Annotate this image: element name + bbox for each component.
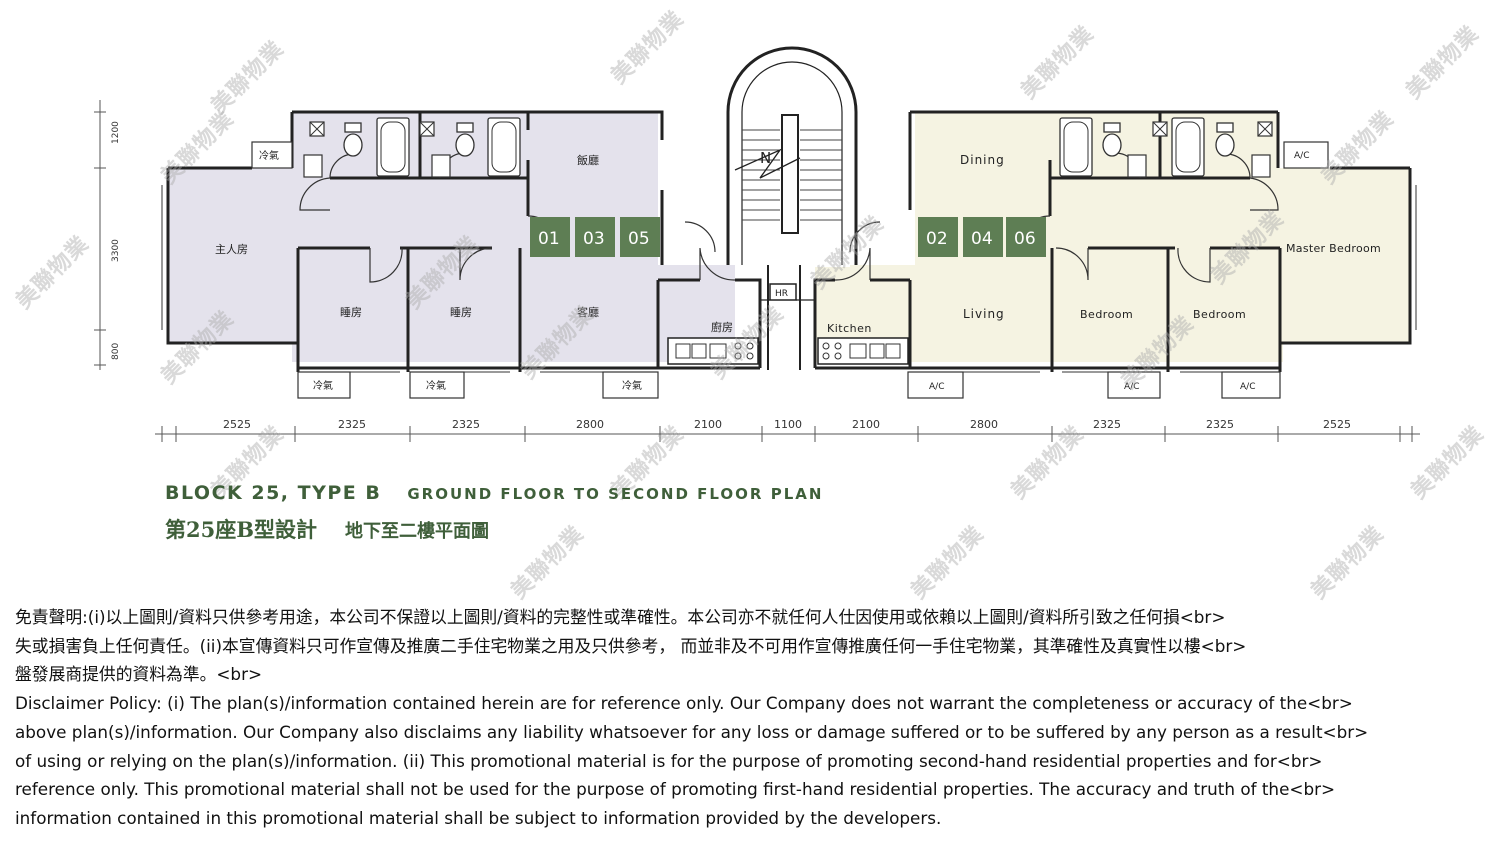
disclaimer-line: of using or relying on the plan(s)/infor… — [15, 750, 1323, 771]
horizontal-dimension-line — [155, 426, 1420, 442]
room-label-master-bedroom: Master Bedroom — [1286, 242, 1381, 255]
right-flat-walls — [813, 110, 1412, 372]
left-flat-walls — [166, 110, 762, 372]
floor-range-title: GROUND FLOOR TO SECOND FLOOR PLAN — [407, 485, 824, 503]
disclaimer-line: information contained in this promotiona… — [15, 807, 942, 828]
unit-number: 05 — [628, 229, 650, 249]
room-label-dining: 飯廳 — [577, 153, 599, 167]
horizontal-dimension: 2800 — [970, 418, 998, 431]
disclaimer-line: 失或損害負上任何責任。(ii)本宣傳資料只可作宣傳及推廣二手住宅物業之用及只供參… — [15, 635, 1247, 656]
room-label-bedroom: 睡房 — [340, 306, 362, 319]
right-ac-boxes: A/C A/C A/C A/C — [907, 141, 1329, 399]
right-kitchen-counter — [817, 337, 909, 365]
disclaimer-line: Disclaimer Policy: (i) The plan(s)/infor… — [15, 693, 1353, 714]
disclaimer-line: reference only. This promotional materia… — [15, 779, 1336, 800]
room-label-dining: Dining — [960, 153, 1005, 167]
ac-label: 冷氣 — [313, 379, 333, 392]
room-label-bedroom: Bedroom — [1080, 308, 1133, 321]
block-type-title: BLOCK 25, TYPE B — [165, 482, 382, 504]
unit-number: 01 — [538, 229, 560, 249]
plan-title-english: BLOCK 25, TYPE B GROUND FLOOR TO SECOND F… — [165, 482, 823, 504]
ac-label: 冷氣 — [622, 379, 642, 392]
floor-plan: N HR — [94, 46, 1420, 442]
ac-label: A/C — [1240, 382, 1255, 392]
ac-label: A/C — [1124, 382, 1139, 392]
floor-range-title-zh: 地下至二樓平面圖 — [344, 521, 489, 542]
block-type-title-zh: 第25座B型設計 — [165, 517, 317, 542]
vertical-dimension: 800 — [111, 343, 121, 360]
horizontal-dimension: 2100 — [852, 418, 880, 431]
ac-label: 冷氣 — [259, 149, 279, 162]
right-bathroom-fixtures — [1059, 117, 1273, 178]
horizontal-dimension: 1100 — [774, 418, 802, 431]
room-label-living: Living — [963, 307, 1005, 321]
disclaimer-line: above plan(s)/information. Our Company a… — [15, 721, 1369, 742]
ac-label: A/C — [929, 382, 944, 392]
hose-reel-label: HR — [775, 289, 788, 299]
horizontal-dimension: 2325 — [1093, 418, 1121, 431]
vertical-dimension: 1200 — [111, 121, 121, 144]
right-unit-badges: 02 04 06 — [918, 217, 1046, 257]
horizontal-dimension: 2800 — [576, 418, 604, 431]
disclaimer: 免責聲明:(i)以上圖則/資料只供參考用途，本公司不保證以上圖則/資料的完整性或… — [15, 603, 1490, 833]
unit-number: 02 — [926, 229, 948, 249]
horizontal-dimension: 2525 — [223, 418, 251, 431]
horizontal-dimension: 2525 — [1323, 418, 1351, 431]
unit-number: 06 — [1014, 229, 1036, 249]
horizontal-dimension: 2100 — [694, 418, 722, 431]
ac-label: 冷氣 — [426, 379, 446, 392]
horizontal-dimension: 2325 — [452, 418, 480, 431]
disclaimer-line: 免責聲明:(i)以上圖則/資料只供參考用途，本公司不保證以上圖則/資料的完整性或… — [15, 607, 1226, 627]
horizontal-dimension: 2325 — [338, 418, 366, 431]
room-label-kitchen: Kitchen — [827, 322, 872, 335]
north-label: N — [760, 149, 771, 167]
room-label-master-bedroom: 主人房 — [215, 243, 248, 256]
left-ac-boxes: 冷氣 冷氣 冷氣 冷氣 — [251, 141, 659, 399]
unit-number: 04 — [971, 229, 993, 249]
left-unit-badges: 01 03 05 — [530, 217, 660, 257]
room-label-bedroom: Bedroom — [1193, 308, 1246, 321]
room-label-bedroom: 睡房 — [450, 306, 472, 319]
room-label-kitchen: 廚房 — [711, 320, 733, 334]
vertical-dimension: 3300 — [111, 239, 121, 262]
room-label-living: 客廳 — [577, 305, 599, 319]
plan-title-chinese: 第25座B型設計 地下至二樓平面圖 — [165, 514, 489, 544]
disclaimer-line: 盤發展商提供的資料為準。<br> — [15, 664, 263, 685]
right-doors — [834, 152, 1279, 283]
vertical-dimension-line — [94, 100, 106, 370]
horizontal-dimension: 2325 — [1206, 418, 1234, 431]
ac-label: A/C — [1294, 151, 1309, 161]
left-kitchen-counter — [667, 337, 759, 365]
unit-number: 03 — [583, 229, 605, 249]
left-bathroom-fixtures — [303, 117, 521, 178]
stair-core: N HR — [726, 46, 858, 370]
